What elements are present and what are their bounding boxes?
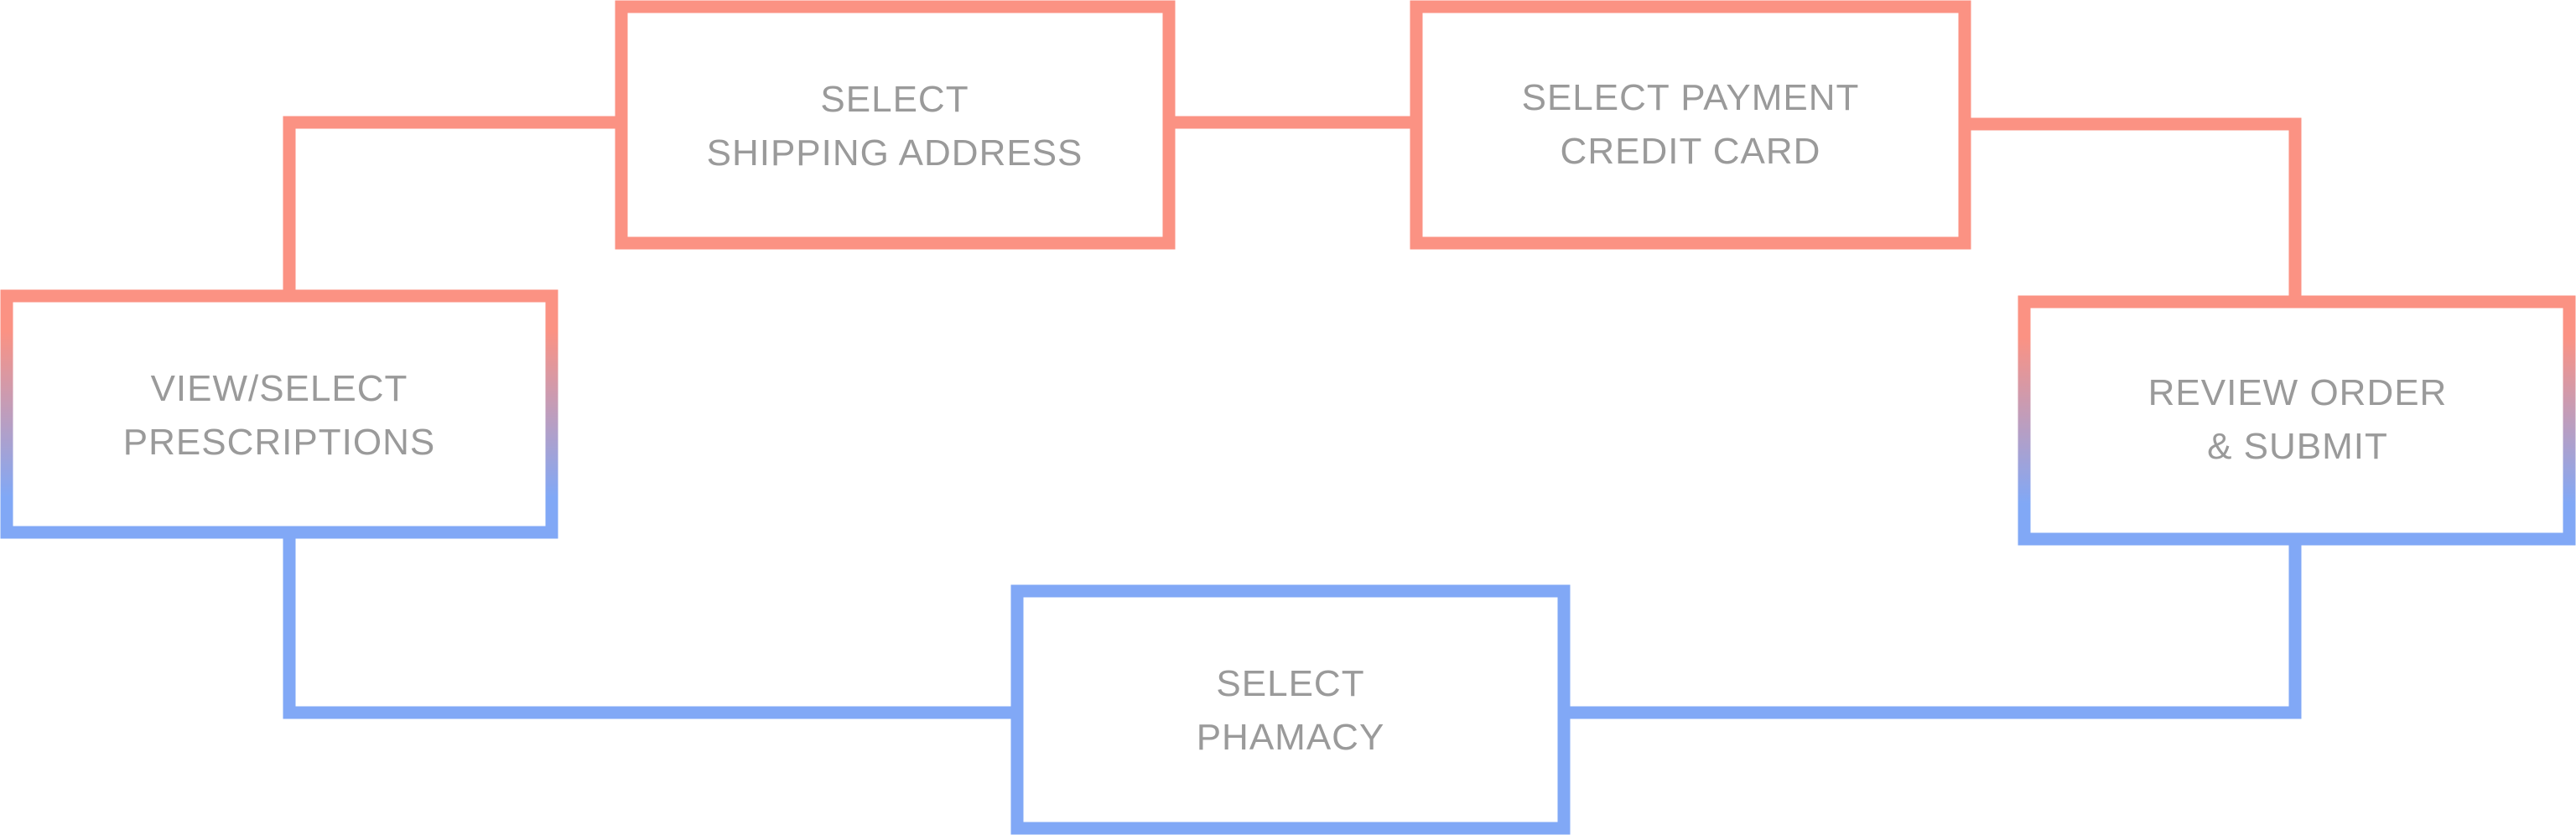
label-review-line2: & SUBMIT xyxy=(2207,426,2388,467)
label-payment-line2: CREDIT CARD xyxy=(1561,131,1821,172)
label-shipping-line2: SHIPPING ADDRESS xyxy=(707,132,1083,174)
node-review-order xyxy=(2018,295,2576,546)
label-view-select-line2: PRESCRIPTIONS xyxy=(123,422,435,463)
label-review-line1: REVIEW ORDER xyxy=(2148,372,2448,413)
node-select-payment xyxy=(1410,0,1971,250)
node-select-pharmacy xyxy=(1010,584,1571,835)
label-view-select-line1: VIEW/SELECT xyxy=(151,368,408,409)
node-view-select-prescriptions xyxy=(0,289,558,539)
node-select-shipping-address xyxy=(615,0,1176,250)
label-pharmacy-line2: PHAMACY xyxy=(1197,717,1385,758)
connector-pharmacy-to-review xyxy=(1564,539,2302,719)
connector-payment-to-review xyxy=(1965,117,2302,302)
label-payment-line1: SELECT PAYMENT xyxy=(1522,77,1860,118)
label-pharmacy-line1: SELECT xyxy=(1216,663,1364,704)
connector-view-to-shipping xyxy=(283,116,621,296)
label-shipping-line1: SELECT xyxy=(820,79,969,120)
connector-view-to-pharmacy xyxy=(283,532,1017,719)
